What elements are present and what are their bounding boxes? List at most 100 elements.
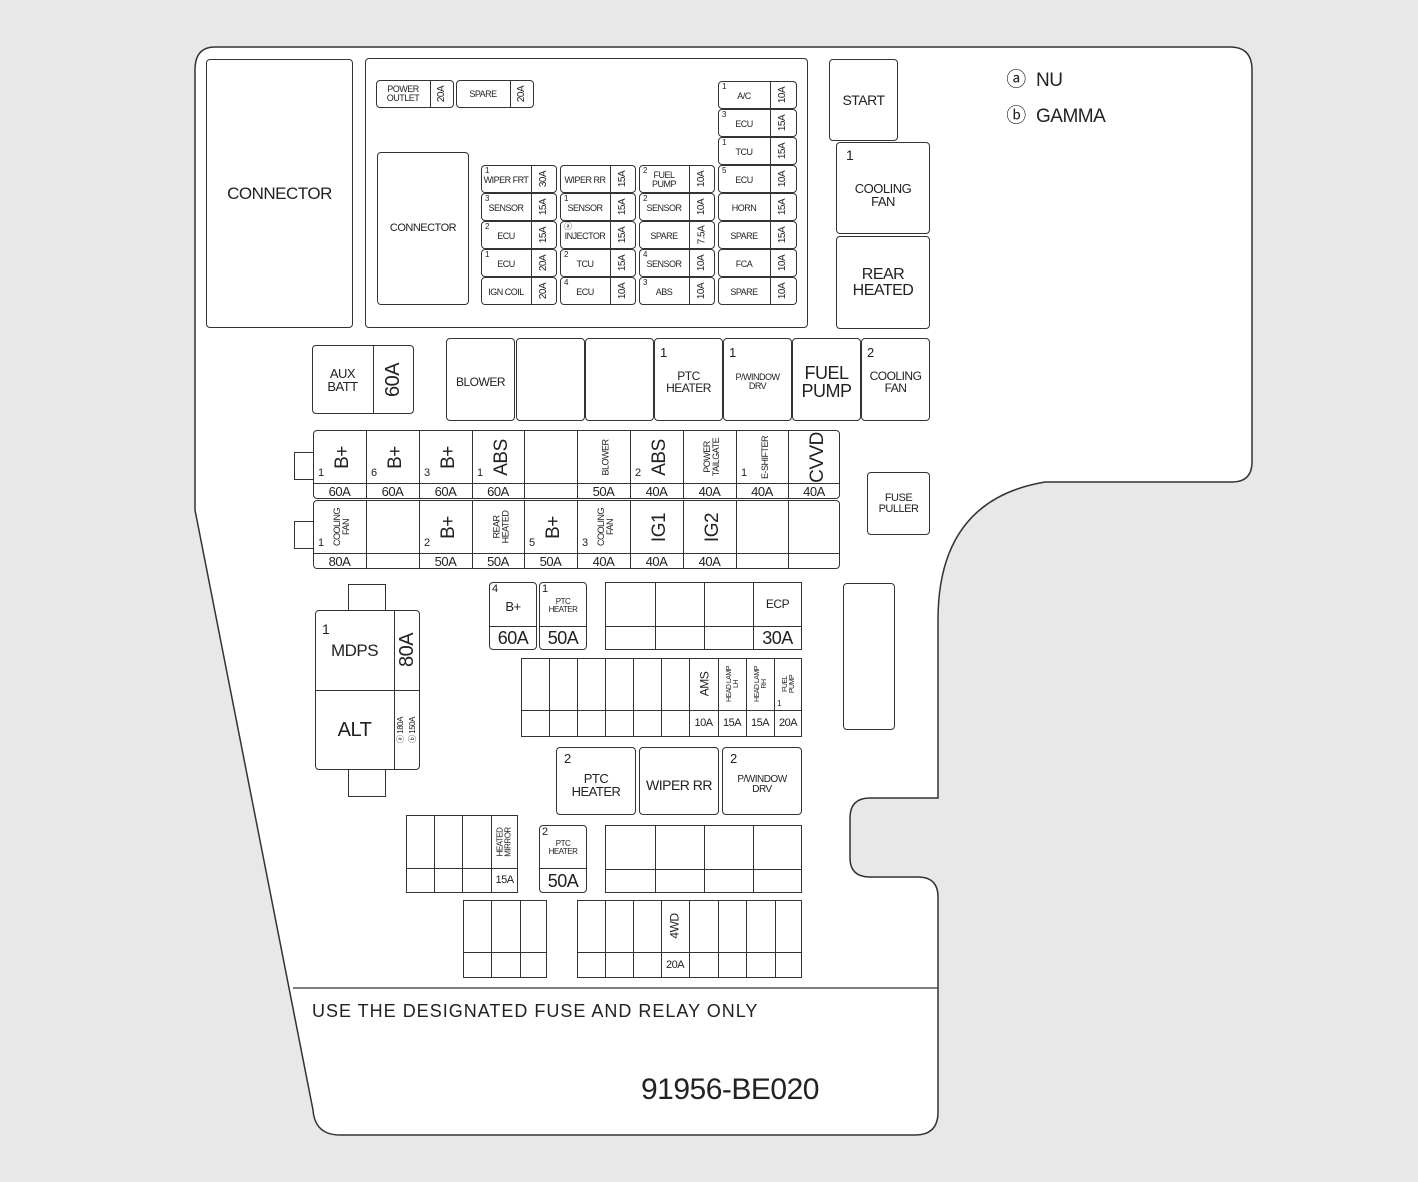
mini-fuse[interactable] [481, 277, 557, 305]
divider [661, 900, 663, 978]
mini-fuse[interactable] [560, 165, 636, 193]
fuse-rating: 50A [487, 553, 509, 569]
fuse-label: B+ [532, 502, 575, 552]
fuse-aux-batt[interactable] [312, 345, 414, 414]
mini-fuse[interactable] [560, 249, 636, 277]
divider [704, 582, 706, 650]
mini-fuse[interactable] [481, 165, 557, 193]
divider [531, 193, 533, 221]
fuse-position-number: 3 [485, 194, 490, 203]
fuse-label [374, 502, 417, 552]
fuse-rating: 50A [547, 628, 579, 648]
fuse-rating: 40A [698, 553, 721, 569]
divider [366, 430, 368, 499]
relay-label: PTC HEATER [571, 770, 621, 799]
divider [549, 658, 551, 737]
mini-fuse[interactable] [718, 249, 797, 277]
mini-fuse[interactable] [718, 221, 797, 249]
mini-fuse[interactable] [560, 221, 636, 249]
fuse-position-number: 1 [318, 537, 325, 549]
divider [770, 193, 772, 221]
fuse-label: ECU [497, 258, 515, 269]
mini-fuse[interactable] [560, 277, 636, 305]
relay[interactable] [585, 338, 654, 421]
relay[interactable] [639, 747, 719, 815]
relay-label: P/WINDOW DRV [737, 773, 787, 795]
fuse-label: MDPS [330, 640, 379, 660]
fuse-rating: 15A [770, 221, 797, 249]
fuse-rating: 15A [610, 221, 636, 249]
mini-fuse[interactable] [456, 80, 534, 108]
mini-fuse[interactable] [718, 165, 797, 193]
fuse-rating: 15A [722, 717, 742, 729]
fuse-rating-text: 10A [695, 282, 707, 300]
fuse-label: PTC HEATER [548, 597, 578, 614]
mini-fuse[interactable] [718, 137, 797, 165]
divider [520, 900, 522, 978]
mini-fuse[interactable] [718, 81, 797, 109]
mini-fuse[interactable] [639, 221, 715, 249]
mini-fuse[interactable] [718, 193, 797, 221]
fuse-label: ECU [497, 230, 515, 241]
mini-fuse[interactable] [560, 193, 636, 221]
fuse-rating-text: 15A [616, 198, 628, 216]
fuse-ptc-heater-2[interactable] [539, 825, 587, 893]
divider [718, 900, 720, 978]
relay[interactable] [861, 338, 930, 421]
fuse-puller[interactable] [867, 472, 930, 535]
fuse-rating: 30A [762, 628, 793, 648]
fuse[interactable] [489, 582, 537, 650]
divider [655, 582, 657, 650]
fuse[interactable] [539, 582, 587, 650]
mini-fuse[interactable] [481, 249, 557, 277]
fuse-label: COOLING FAN [321, 502, 364, 552]
fuse-rating-text: 80A [396, 632, 418, 668]
divider [770, 249, 772, 277]
divider [610, 277, 612, 305]
fuse-label: B+ [374, 432, 417, 482]
fuse-rating: ⓑ 150A [406, 690, 419, 770]
divider [610, 165, 612, 193]
mini-fuse[interactable] [639, 193, 715, 221]
fuse-position-number: 1 [777, 699, 782, 708]
relay-start[interactable] [829, 59, 898, 141]
fuse-label: FUEL PUMP [651, 170, 677, 189]
fuse-position-number: 1 [477, 467, 484, 479]
relay[interactable] [723, 338, 792, 421]
relay[interactable] [556, 747, 636, 815]
relay-label: PTC HEATER [666, 369, 711, 395]
fuse-label: IG1 [638, 502, 681, 552]
divider [718, 658, 720, 737]
fuse-rating-text: 7.5A [695, 225, 707, 245]
mini-fuse[interactable] [481, 193, 557, 221]
relay-rear-heated[interactable] [836, 236, 930, 329]
fuse-label-text: B+ [438, 515, 459, 539]
relay-cooling-fan[interactable] [836, 142, 930, 234]
divider [770, 109, 772, 137]
mini-fuse[interactable] [639, 249, 715, 277]
relay[interactable] [446, 338, 515, 421]
fuse-rating: 60A [497, 628, 529, 648]
divider [491, 900, 493, 978]
fuse-rating: 20A [665, 958, 685, 971]
mini-fuse[interactable] [376, 80, 454, 108]
fuse-rating: 15A [770, 109, 797, 137]
relay-label [585, 352, 654, 412]
mini-fuse[interactable] [639, 277, 715, 305]
mini-fuse[interactable] [639, 165, 715, 193]
fuse-rating-text: 10A [777, 282, 789, 300]
divider [373, 345, 375, 414]
fuse-label [635, 660, 661, 708]
relay[interactable] [792, 338, 861, 421]
mini-fuse[interactable] [481, 221, 557, 249]
relay[interactable] [654, 338, 723, 421]
mini-fuse[interactable] [718, 277, 797, 305]
divider [531, 249, 533, 277]
relay[interactable] [722, 747, 802, 815]
relay[interactable] [516, 338, 585, 421]
mini-fuse[interactable] [718, 109, 797, 137]
fuse-label: B+ [427, 432, 470, 482]
fuse-rating: 50A [547, 870, 579, 891]
fuse-label-text: ABS [490, 438, 512, 476]
fuse-label: E-SHIFTER [744, 432, 786, 482]
